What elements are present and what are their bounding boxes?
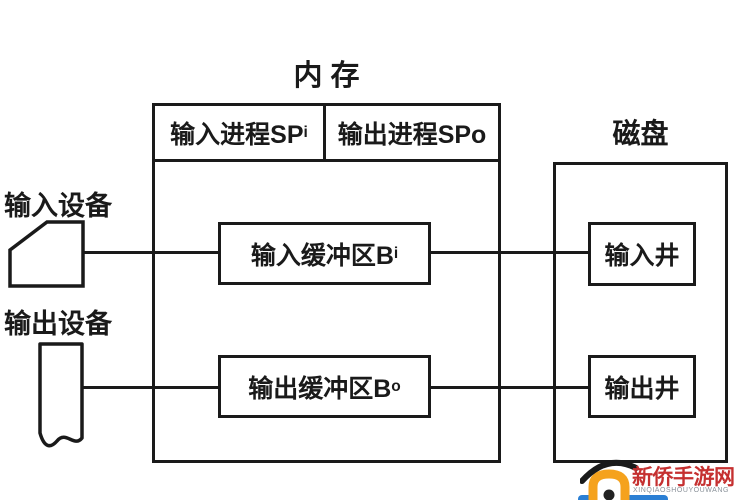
input-device-shape (8, 220, 85, 288)
input-device-label: 输入设备 (4, 191, 112, 221)
output-well-box: 输出井 (588, 355, 696, 418)
disk-title: 磁盘 (612, 118, 669, 149)
watermark-site-pinyin: XINQIAOSHOUYOUWANG (633, 487, 729, 494)
device-shapes (8, 220, 85, 448)
logo-dot (603, 489, 615, 500)
output-well-label: 输出井 (604, 374, 680, 403)
watermark-logo-icon (580, 459, 638, 500)
watermark-site-name: 新侨手游网 (632, 466, 735, 489)
disk-box (553, 162, 728, 463)
output-buffer-label: 输出缓冲区B (248, 374, 392, 403)
input-well-label: 输入井 (604, 242, 680, 270)
output-process-cell: 输出进程SPo (326, 106, 498, 159)
input-process-label: 输入进程SP (170, 120, 304, 149)
output-process-label: 输出进程SPo (337, 120, 487, 149)
output-device-label: 输出设备 (4, 309, 112, 339)
memory-title: 内 存 (293, 60, 360, 92)
output-device-shape (38, 342, 84, 448)
input-well-box: 输入井 (588, 222, 696, 286)
logo-swoosh (580, 459, 638, 484)
logo-arch (588, 469, 630, 500)
input-buffer-label: 输入缓冲区B (250, 241, 394, 270)
